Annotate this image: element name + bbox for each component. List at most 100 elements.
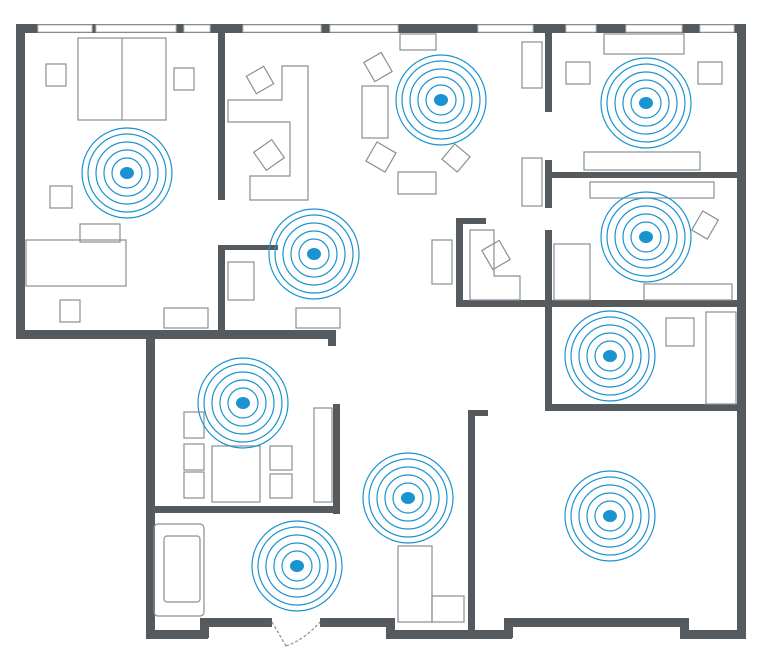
signal-ring [95, 141, 159, 205]
signal-ring [219, 379, 267, 427]
sofa [397, 171, 437, 195]
signal-ring [103, 149, 151, 197]
wall-bottom-step-c [504, 618, 513, 638]
signal-ring [630, 87, 662, 119]
wall-right [737, 24, 746, 638]
chair [365, 141, 397, 173]
signal-ring [614, 205, 678, 269]
wall-int-h7 [146, 506, 340, 513]
wall-bottom-step-b [386, 618, 395, 638]
window [477, 24, 534, 33]
desk-l [227, 65, 309, 201]
table [211, 445, 261, 503]
chair [690, 210, 720, 240]
chair [431, 595, 465, 623]
chair [245, 65, 275, 95]
wall-left-lower [146, 338, 155, 638]
shelf [643, 283, 733, 301]
signal-ring [570, 316, 650, 396]
signal-ring [197, 357, 289, 449]
chair [441, 143, 471, 173]
desk-l [469, 229, 521, 301]
signal-ring [594, 500, 626, 532]
wall-int-v2 [545, 24, 552, 112]
signal-ring [392, 482, 424, 514]
signal-ring [417, 76, 465, 124]
wifi-signal-rings-icon [564, 310, 656, 402]
sofa [361, 85, 389, 139]
signal-ring [211, 371, 275, 435]
wall-int-h5 [545, 404, 745, 411]
wall-int-v1 [218, 24, 225, 200]
desk [583, 151, 701, 171]
signal-ring [622, 213, 670, 261]
signal-ring [401, 60, 481, 140]
signal-ring [274, 214, 354, 294]
window [37, 24, 93, 33]
signal-ring [290, 230, 338, 278]
door [271, 621, 321, 647]
signal-ring [362, 452, 454, 544]
signal-ring [282, 222, 346, 286]
wall-int-v6 [468, 410, 475, 632]
wall-int-v3 [545, 230, 552, 306]
signal-ring [578, 484, 642, 548]
window [625, 24, 683, 33]
signal-ring [111, 157, 143, 189]
cabinet [705, 311, 737, 405]
wall-left-upper [16, 24, 25, 338]
access-point-dot [639, 97, 653, 109]
wall-int-v4 [456, 218, 463, 307]
window [183, 24, 211, 33]
chair [399, 33, 437, 51]
cabinet [521, 157, 543, 207]
chair [565, 61, 591, 85]
signal-ring [594, 340, 626, 372]
window [565, 24, 597, 33]
shelf [295, 307, 341, 329]
wifi-signal-rings-icon [268, 208, 360, 300]
chair [183, 471, 205, 499]
wall-bottom-5 [504, 618, 688, 627]
signal-ring [268, 208, 360, 300]
wall-int-v1b [218, 250, 225, 338]
chair [227, 261, 255, 301]
shelf [163, 307, 209, 329]
signal-ring [384, 474, 432, 522]
wifi-signal-rings-icon [395, 54, 487, 146]
signal-ring [578, 324, 642, 388]
window [242, 24, 322, 33]
wifi-signal-rings-icon [251, 520, 343, 612]
chair [363, 51, 393, 83]
cabinet [313, 407, 333, 503]
access-point-dot [290, 560, 304, 572]
wifi-signal-rings-icon [362, 452, 454, 544]
wall-int-h4 [456, 218, 486, 224]
signal-ring [203, 363, 283, 443]
signal-ring [600, 191, 692, 283]
wifi-signal-rings-icon [81, 127, 173, 219]
signal-ring [425, 84, 457, 116]
signal-ring [376, 466, 440, 530]
wall-int-h2 [545, 172, 741, 178]
signal-ring [273, 542, 321, 590]
signal-ring [227, 387, 259, 419]
wall-int-v8 [328, 330, 336, 346]
cabinet [25, 239, 127, 287]
signal-ring [570, 476, 650, 556]
signal-ring [564, 470, 656, 562]
chair [79, 223, 121, 243]
signal-ring [586, 332, 634, 380]
chair [49, 185, 73, 209]
signal-ring [395, 54, 487, 146]
signal-ring [586, 492, 634, 540]
desk [603, 33, 685, 55]
wall-bottom-4 [386, 630, 512, 639]
chair [59, 299, 81, 323]
window [95, 24, 177, 33]
wifi-signal-rings-icon [600, 57, 692, 149]
signal-ring [265, 534, 329, 598]
window [329, 24, 399, 33]
access-point-dot [434, 94, 448, 106]
